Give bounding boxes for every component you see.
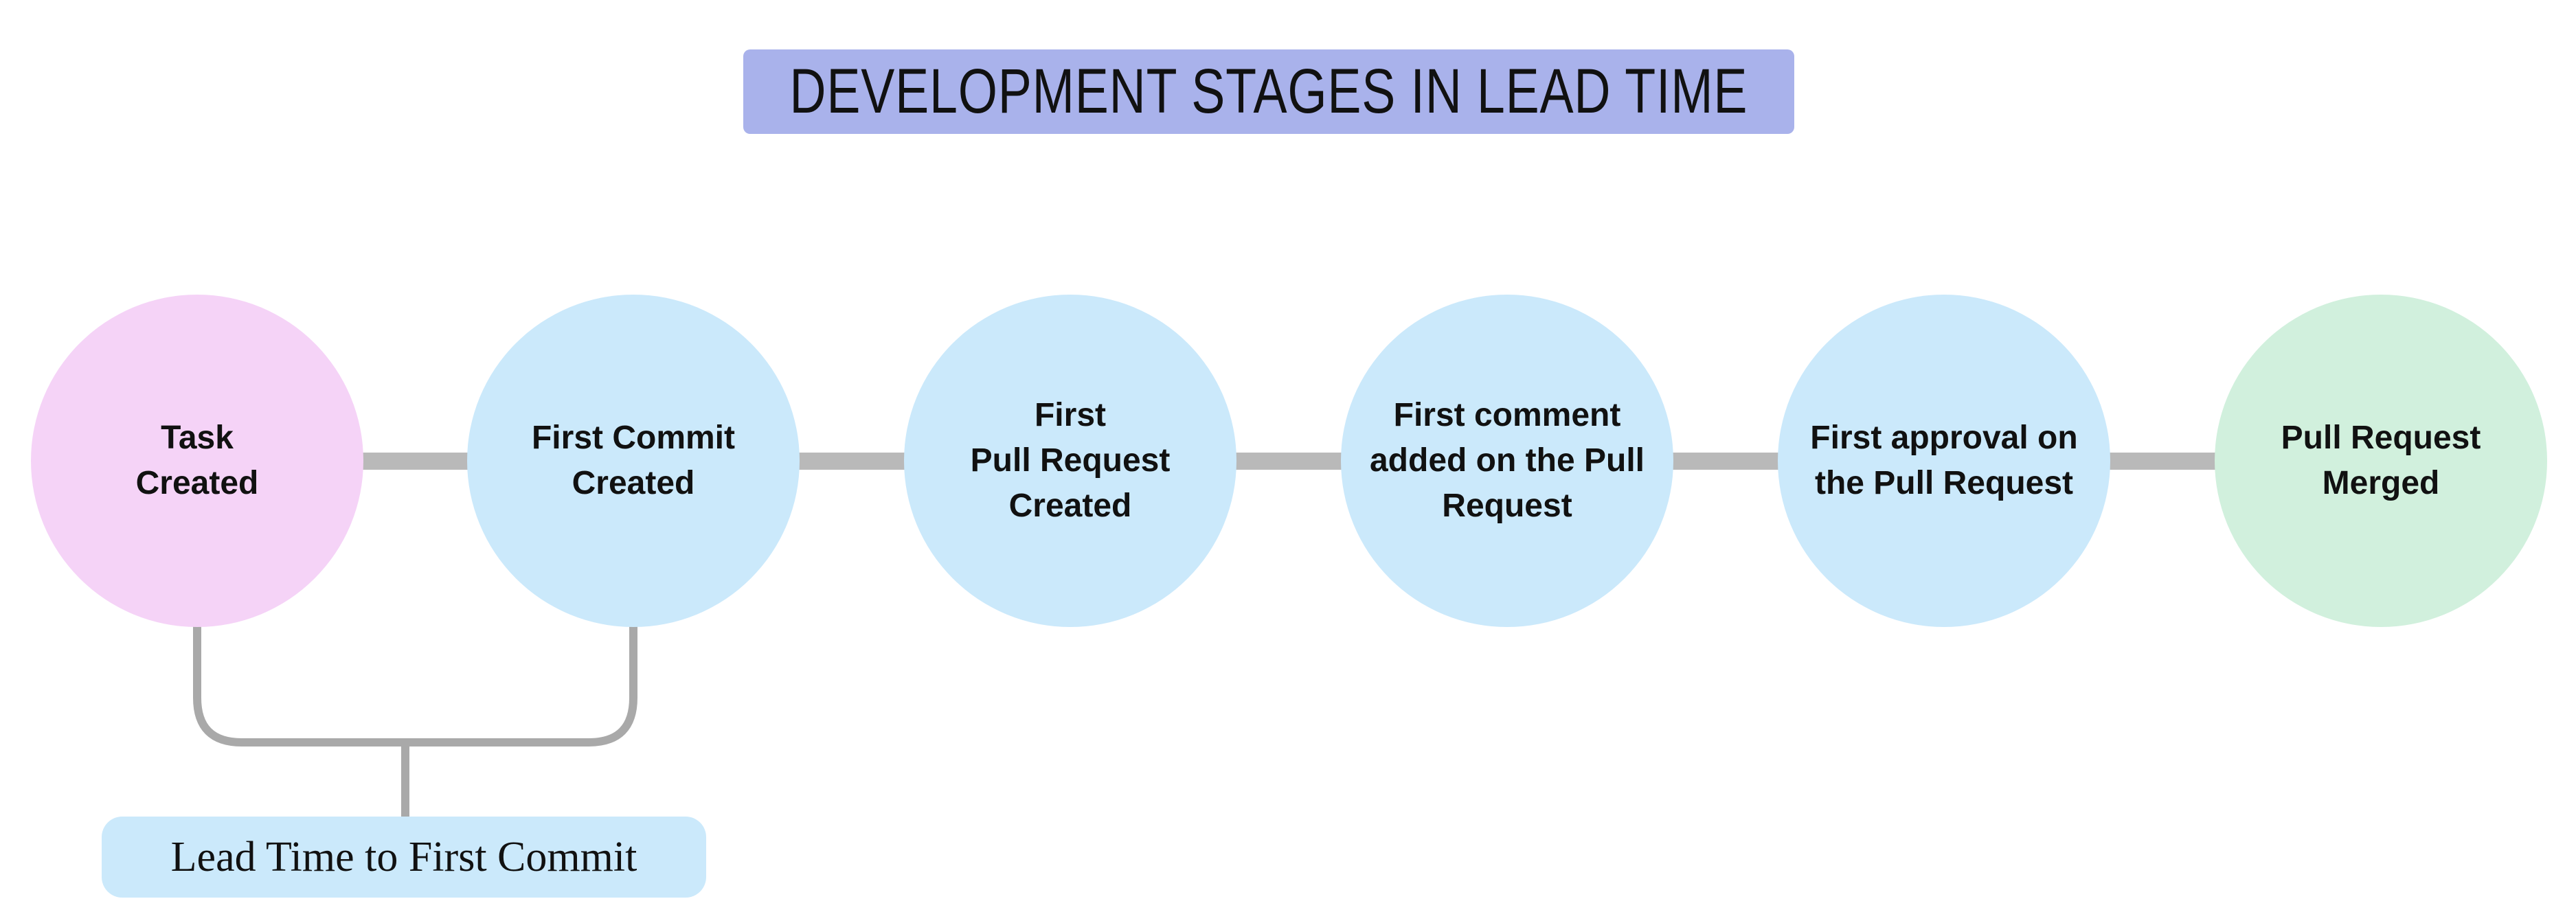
stage-label: First approval on the Pull Request [1810, 419, 2078, 501]
diagram-title-text: DEVELOPMENT STAGES IN LEAD TIME [789, 56, 1748, 126]
lead-time-annotation: Lead Time to First Commit [102, 817, 706, 898]
stage-circle-first-approval: First approval on the Pull Request [1778, 295, 2110, 627]
lead-time-annotation-text: Lead Time to First Commit [170, 833, 637, 880]
stage-label: First Pull Request Created [970, 396, 1171, 525]
diagram-title-banner: DEVELOPMENT STAGES IN LEAD TIME [743, 49, 1794, 134]
stage-label: First comment added on the Pull Request [1369, 396, 1645, 525]
stage-circle-first-comment-added: First comment added on the Pull Request [1341, 295, 1673, 627]
stage-label: First Commit Created [531, 419, 735, 501]
stage-circle-first-pull-request-created: First Pull Request Created [904, 295, 1236, 627]
stage-label: Pull Request Merged [2281, 419, 2481, 501]
stage-circle-first-commit-created: First Commit Created [467, 295, 800, 627]
stage-circle-task-created: Task Created [31, 295, 363, 627]
stage-circle-pull-request-merged: Pull Request Merged [2215, 295, 2547, 627]
bracket-curve [193, 622, 637, 747]
stage-label: Task Created [135, 419, 259, 501]
